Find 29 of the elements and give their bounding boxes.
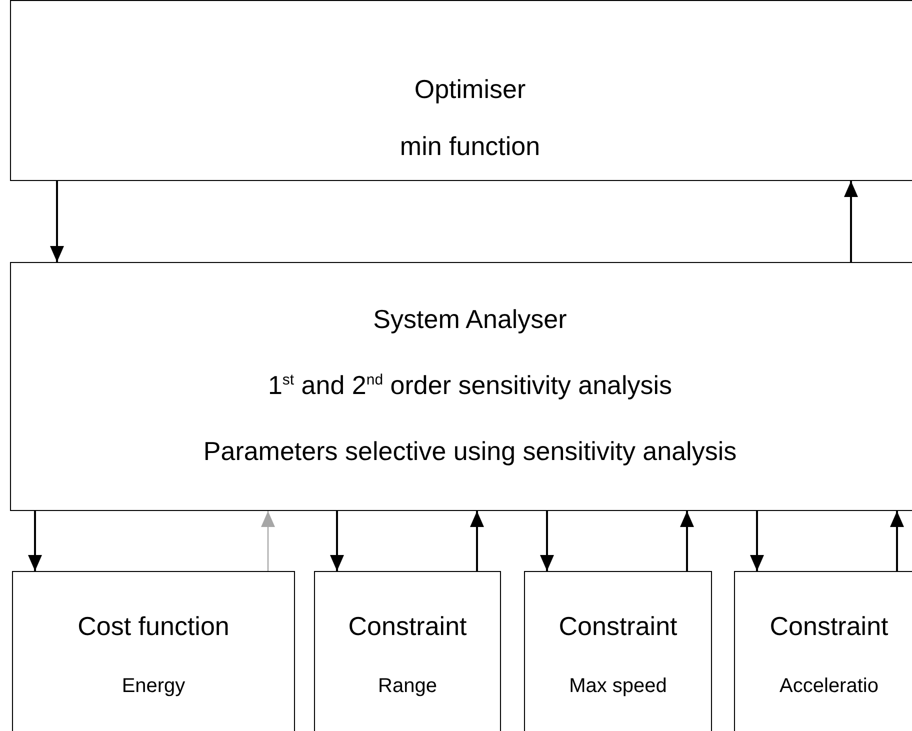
box-title: System Analyser xyxy=(373,304,567,334)
box-title: Constraint xyxy=(348,611,467,641)
box-title: Optimiser xyxy=(414,74,526,104)
box-text: Range xyxy=(378,674,437,698)
module-box xyxy=(12,571,295,731)
module-box xyxy=(734,571,912,731)
arrow xyxy=(261,511,275,571)
box-text: Max speed xyxy=(569,674,667,698)
arrow xyxy=(844,181,858,262)
process-box xyxy=(10,0,912,181)
box-title: Constraint xyxy=(770,611,888,641)
box-text: Acceleratio xyxy=(780,674,878,698)
module-box xyxy=(314,571,501,731)
arrow xyxy=(50,181,64,262)
box-text: Energy xyxy=(122,674,186,698)
arrow xyxy=(470,511,484,571)
box-text: 1$^{st}$ and 2$^{nd}$ order sensitivity analysis xyxy=(268,370,672,400)
box-title: Constraint xyxy=(558,611,678,641)
process-box xyxy=(10,262,912,511)
box-title: Cost function xyxy=(78,611,230,641)
arrow xyxy=(680,511,694,571)
arrow xyxy=(750,511,764,571)
box-text: Parameters selective using sensitivity analysis xyxy=(203,436,737,466)
arrow xyxy=(890,511,904,571)
box-text: min function xyxy=(400,131,540,161)
arrow xyxy=(28,511,42,571)
arrow xyxy=(330,511,344,571)
arrow xyxy=(540,511,554,571)
module-box xyxy=(524,571,712,731)
